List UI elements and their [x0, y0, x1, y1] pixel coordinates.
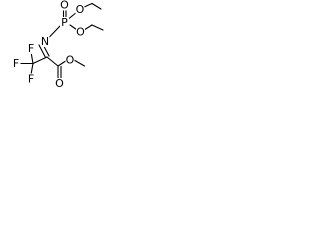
atom-o-right: O — [76, 26, 85, 39]
atom-o-ester: O — [66, 54, 75, 67]
atom-o-top: O — [60, 0, 69, 12]
bond-cf3-f-bottom — [30, 62, 34, 76]
bond-ester-o — [57, 59, 68, 67]
chemical-structure-diagram: N P O O O F F F O O — [11, 0, 104, 90]
atom-p: P — [61, 16, 68, 29]
bond-upper-ethyl — [91, 2, 102, 10]
bond-n-p — [47, 25, 61, 39]
atom-f-bottom: F — [28, 73, 34, 86]
atom-o-upper-ethoxy: O — [76, 3, 85, 16]
atom-labels: N P O O O F F F O O — [11, 0, 85, 90]
atom-f-left: F — [13, 57, 19, 70]
bond-o-methyl — [73, 59, 86, 67]
bond-c-cf3 — [32, 56, 48, 65]
atom-o-carbonyl: O — [55, 77, 64, 90]
bond-right-ethyl — [91, 24, 104, 31]
atom-f-top: F — [28, 42, 34, 55]
atom-n: N — [41, 35, 49, 48]
bond-c-ester — [46, 56, 59, 67]
bond-imine-double-b — [38, 44, 47, 59]
bonds — [19, 2, 104, 80]
